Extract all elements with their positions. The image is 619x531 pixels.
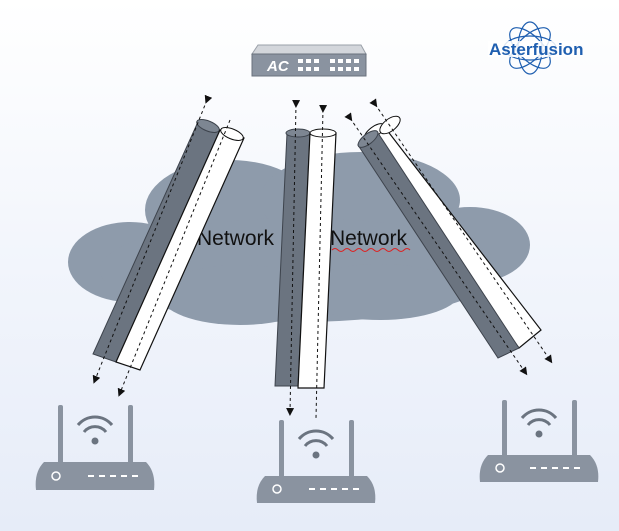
logo-text: Asterfusion bbox=[489, 40, 583, 59]
wifi-router-icon bbox=[256, 420, 376, 503]
right-tunnel bbox=[344, 98, 553, 376]
wifi-signal-icon bbox=[297, 429, 335, 448]
center-tunnel bbox=[274, 99, 337, 419]
switch-ports-icon bbox=[298, 59, 359, 71]
left-ap bbox=[35, 405, 155, 490]
wifi-router-icon bbox=[479, 400, 599, 482]
asterfusion-logo: Asterfusion bbox=[488, 21, 583, 75]
wifi-router-icon bbox=[35, 405, 155, 490]
access-controller: AC bbox=[251, 44, 367, 77]
center-ap bbox=[256, 420, 376, 503]
left-tunnel bbox=[92, 94, 245, 397]
ac-label: AC bbox=[266, 58, 290, 75]
wifi-signal-icon bbox=[520, 408, 558, 427]
wifi-signal-icon bbox=[76, 415, 114, 434]
network-label-1: Network bbox=[197, 227, 275, 250]
network-label-2: Network bbox=[330, 227, 408, 250]
right-ap bbox=[479, 400, 599, 482]
